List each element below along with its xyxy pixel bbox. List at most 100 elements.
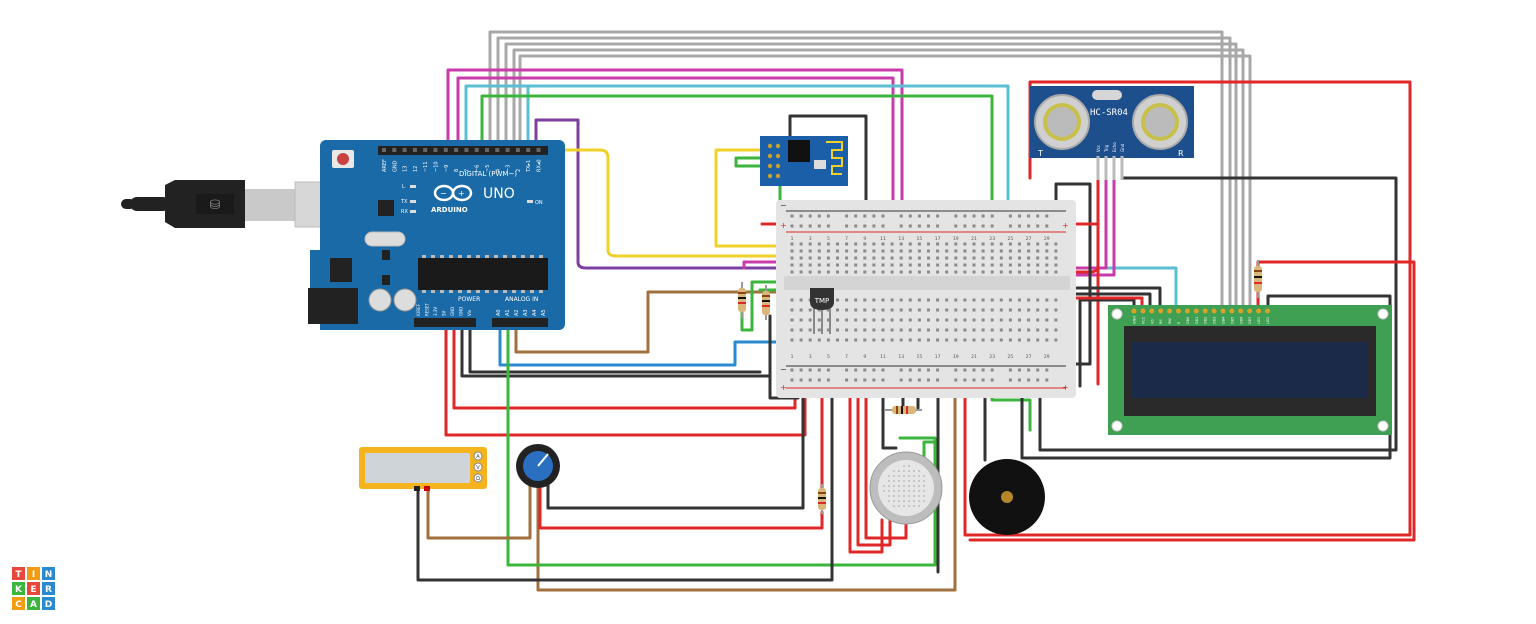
- lcd-pin-label: DB5: [1230, 317, 1234, 324]
- lcd-pin-label: GND: [1133, 316, 1137, 324]
- digital-pin-label: RX◂0: [537, 159, 543, 172]
- multimeter-display: [365, 453, 470, 483]
- temperature-sensor[interactable]: TMP: [810, 288, 834, 334]
- logo-letter: K: [15, 585, 23, 595]
- digital-pin-label: 4: [495, 169, 501, 172]
- column-label: 5: [827, 236, 830, 242]
- lcd-pin-label: DB7: [1248, 317, 1252, 324]
- column-label: 15: [917, 354, 923, 360]
- resistor-3[interactable]: [884, 406, 922, 414]
- resistor-1[interactable]: [738, 282, 746, 318]
- digital-header-label: DIGITAL (PWM~): [459, 170, 517, 178]
- digital-pin-label: 2: [516, 169, 522, 172]
- column-label: 9: [863, 354, 866, 360]
- potentiometer[interactable]: [516, 444, 560, 488]
- sensor-pin-label: Trig: [1104, 144, 1109, 153]
- svg-text:−: −: [440, 189, 447, 198]
- arduino-logo: − +: [433, 184, 473, 202]
- digital-pin-label: 12: [413, 166, 419, 172]
- sensor-t-label: T: [1037, 149, 1043, 158]
- lcd-pin-label: V0: [1150, 319, 1154, 324]
- column-label: 9: [863, 236, 866, 242]
- column-label: 1: [791, 236, 794, 242]
- digital-pin-label: ~6: [475, 165, 481, 172]
- analog-header-label: ANALOG IN: [505, 296, 538, 303]
- digital-pin-label: ~10: [434, 161, 440, 172]
- column-label: 5: [827, 354, 830, 360]
- column-label: 21: [971, 236, 977, 242]
- reset-button[interactable]: [337, 153, 349, 165]
- lcd-pin-label: RS: [1159, 319, 1163, 324]
- on-led-label: ON: [535, 200, 543, 206]
- svg-text:+: +: [458, 189, 465, 198]
- power-pin-label: Vin: [467, 309, 472, 316]
- column-label: 15: [917, 236, 923, 242]
- piezo-buzzer[interactable]: [969, 459, 1045, 535]
- power-pin-label: GND: [459, 307, 464, 316]
- sensor-r-label: R: [1178, 149, 1184, 158]
- analog-pin-label: A5: [541, 309, 547, 316]
- lcd-pin-label: DB4: [1222, 316, 1226, 324]
- resistor-2[interactable]: [762, 285, 770, 320]
- column-label: 11: [880, 236, 886, 242]
- lcd-pin-label: DB2: [1204, 317, 1208, 324]
- resistor-4[interactable]: [818, 484, 826, 514]
- lcd-pin-label: RW: [1168, 318, 1172, 324]
- digital-pin-label: 13: [403, 166, 409, 172]
- logo-letter: I: [32, 570, 35, 580]
- digital-pin-label: ~11: [423, 161, 429, 172]
- rail-plus-top: +: [780, 221, 787, 230]
- column-label: 29: [1044, 354, 1050, 360]
- column-label: 23: [989, 236, 995, 242]
- gas-sensor[interactable]: [869, 451, 943, 525]
- digital-pin-label: ~5: [485, 165, 491, 172]
- mode-a[interactable]: A: [476, 454, 480, 460]
- lcd-screen: [1132, 342, 1368, 398]
- sensor-model: HC-SR04: [1090, 108, 1128, 118]
- column-label: 21: [971, 354, 977, 360]
- tmp-label: TMP: [814, 297, 830, 305]
- analog-pin-label: A3: [523, 309, 529, 316]
- column-label: 3: [809, 236, 812, 242]
- column-label: 29: [1044, 236, 1050, 242]
- digital-header: [378, 146, 548, 155]
- analog-pin-label: A2: [514, 309, 520, 316]
- power-pin-label: IOREF: [416, 303, 421, 316]
- column-label: 19: [953, 236, 959, 242]
- digital-pin-label: 7: [464, 169, 470, 172]
- power-pin-label: 5V: [442, 310, 447, 316]
- column-label: 27: [1026, 236, 1032, 242]
- sensor-pin-label: Echo: [1112, 142, 1117, 152]
- l-led-label: L: [402, 184, 405, 190]
- lcd-pin-label: DB6: [1239, 317, 1243, 324]
- column-label: 17: [935, 354, 941, 360]
- column-label: 7: [845, 354, 848, 360]
- mode-v[interactable]: V: [476, 465, 480, 471]
- digital-pin-label: GND: [392, 160, 398, 172]
- lcd-pin-label: DB3: [1213, 317, 1217, 324]
- multimeter[interactable]: A V Ω: [359, 447, 487, 491]
- analog-pin-label: A1: [505, 309, 511, 316]
- resistor-5[interactable]: [1254, 260, 1262, 298]
- column-label: 13: [898, 236, 904, 242]
- esp8266-module[interactable]: [760, 136, 848, 186]
- column-label: 17: [935, 236, 941, 242]
- power-pin-label: GND: [450, 307, 455, 316]
- rail-minus-top: −: [780, 201, 787, 210]
- column-label: 11: [880, 354, 886, 360]
- rail-minus-bottom: −: [780, 365, 787, 374]
- logo-letter: T: [15, 570, 22, 580]
- column-label: 25: [1008, 236, 1014, 242]
- logo-letter: A: [30, 600, 37, 610]
- antenna-icon: [826, 141, 843, 175]
- logo-letter: E: [30, 585, 36, 595]
- column-label: 1: [791, 354, 794, 360]
- logo-letter: C: [15, 600, 22, 610]
- mode-ohm[interactable]: Ω: [476, 476, 480, 482]
